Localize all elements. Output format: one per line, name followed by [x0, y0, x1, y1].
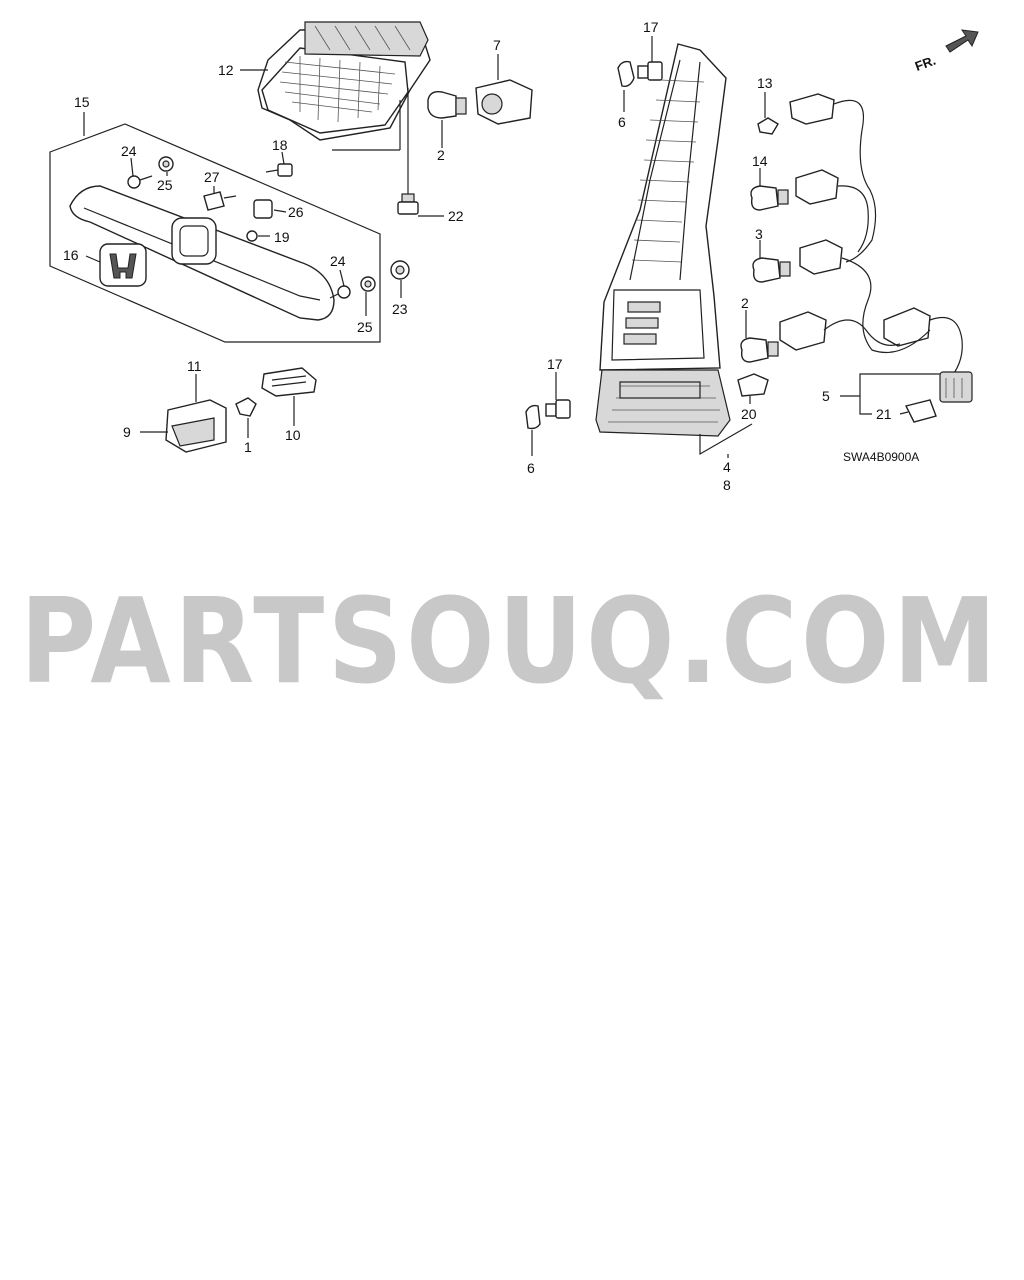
- callout-26: 26: [288, 204, 304, 220]
- callout-14: 14: [752, 153, 768, 169]
- nut-26: [253, 199, 273, 219]
- tail-light-assembly: [595, 43, 731, 437]
- callout-25-lower: 25: [357, 319, 373, 335]
- bulb-13: [757, 117, 779, 135]
- screw-24-upper: [127, 175, 153, 189]
- clip-21: [904, 399, 937, 423]
- callout-2-upper: 2: [437, 147, 445, 163]
- cap-6-upper: [617, 60, 635, 88]
- callout-24-upper: 24: [121, 143, 137, 159]
- callout-3: 3: [755, 226, 763, 242]
- callout-4: 4: [723, 459, 731, 475]
- washer-25-lower: [360, 276, 376, 292]
- callout-labels: 12 7 2 22 15 24 25 27 18 26 19 16 24 25 …: [63, 19, 938, 493]
- callout-5: 5: [822, 388, 830, 404]
- callout-1: 1: [244, 439, 252, 455]
- socket-high-mount: [475, 79, 533, 125]
- callout-18: 18: [272, 137, 288, 153]
- high-mount-stop-light: [257, 21, 431, 141]
- bulb-2-lower: [740, 337, 779, 363]
- callout-25-upper: 25: [157, 177, 173, 193]
- socket-20: [737, 373, 769, 397]
- callout-22: 22: [448, 208, 464, 224]
- callout-16: 16: [63, 247, 79, 263]
- front-direction-arrow: [945, 29, 979, 53]
- callout-13: 13: [757, 75, 773, 91]
- callout-6-upper: 6: [618, 114, 626, 130]
- leader-lines: [83, 36, 940, 458]
- washer-25-upper: [158, 156, 174, 172]
- license-light: [165, 399, 227, 453]
- cap-6-lower: [525, 404, 541, 430]
- callout-21: 21: [876, 406, 892, 422]
- callout-9: 9: [123, 424, 131, 440]
- front-direction-label: FR.: [913, 53, 938, 74]
- license-socket: [261, 367, 317, 397]
- assembly-bracket-15: [49, 123, 381, 343]
- bulb-license: [235, 397, 257, 417]
- wire-harness: [779, 93, 973, 403]
- bulb-3: [752, 257, 791, 283]
- callout-7: 7: [493, 37, 501, 53]
- screw-24-lower: [329, 285, 351, 299]
- washer-19: [246, 230, 258, 242]
- callout-12: 12: [218, 62, 234, 78]
- bulb-14: [750, 185, 789, 211]
- screw-17-upper: [637, 61, 663, 81]
- callout-8: 8: [723, 477, 731, 493]
- clip-27: [203, 191, 237, 211]
- screw-17-lower: [545, 399, 571, 419]
- callout-27: 27: [204, 169, 220, 185]
- grommet-23: [390, 260, 410, 280]
- callout-17-upper: 17: [643, 19, 659, 35]
- drawing-code: SWA4B0900A: [843, 450, 919, 464]
- callout-6-lower: 6: [527, 460, 535, 476]
- callout-17-lower: 17: [547, 356, 563, 372]
- bulb-upper: [427, 90, 467, 119]
- honda-emblem: [99, 243, 147, 287]
- callout-23: 23: [392, 301, 408, 317]
- screw-22: [397, 193, 419, 215]
- callout-15: 15: [74, 94, 90, 110]
- watermark: PARTSOUQ.COM: [20, 572, 1000, 710]
- callout-20: 20: [741, 406, 757, 422]
- callout-11: 11: [187, 358, 202, 374]
- tailgate-garnish: [69, 185, 335, 321]
- callout-19: 19: [274, 229, 290, 245]
- screw-18: [265, 163, 293, 177]
- callout-24-lower: 24: [330, 253, 346, 269]
- callout-10: 10: [285, 427, 301, 443]
- callout-2-lower: 2: [741, 295, 749, 311]
